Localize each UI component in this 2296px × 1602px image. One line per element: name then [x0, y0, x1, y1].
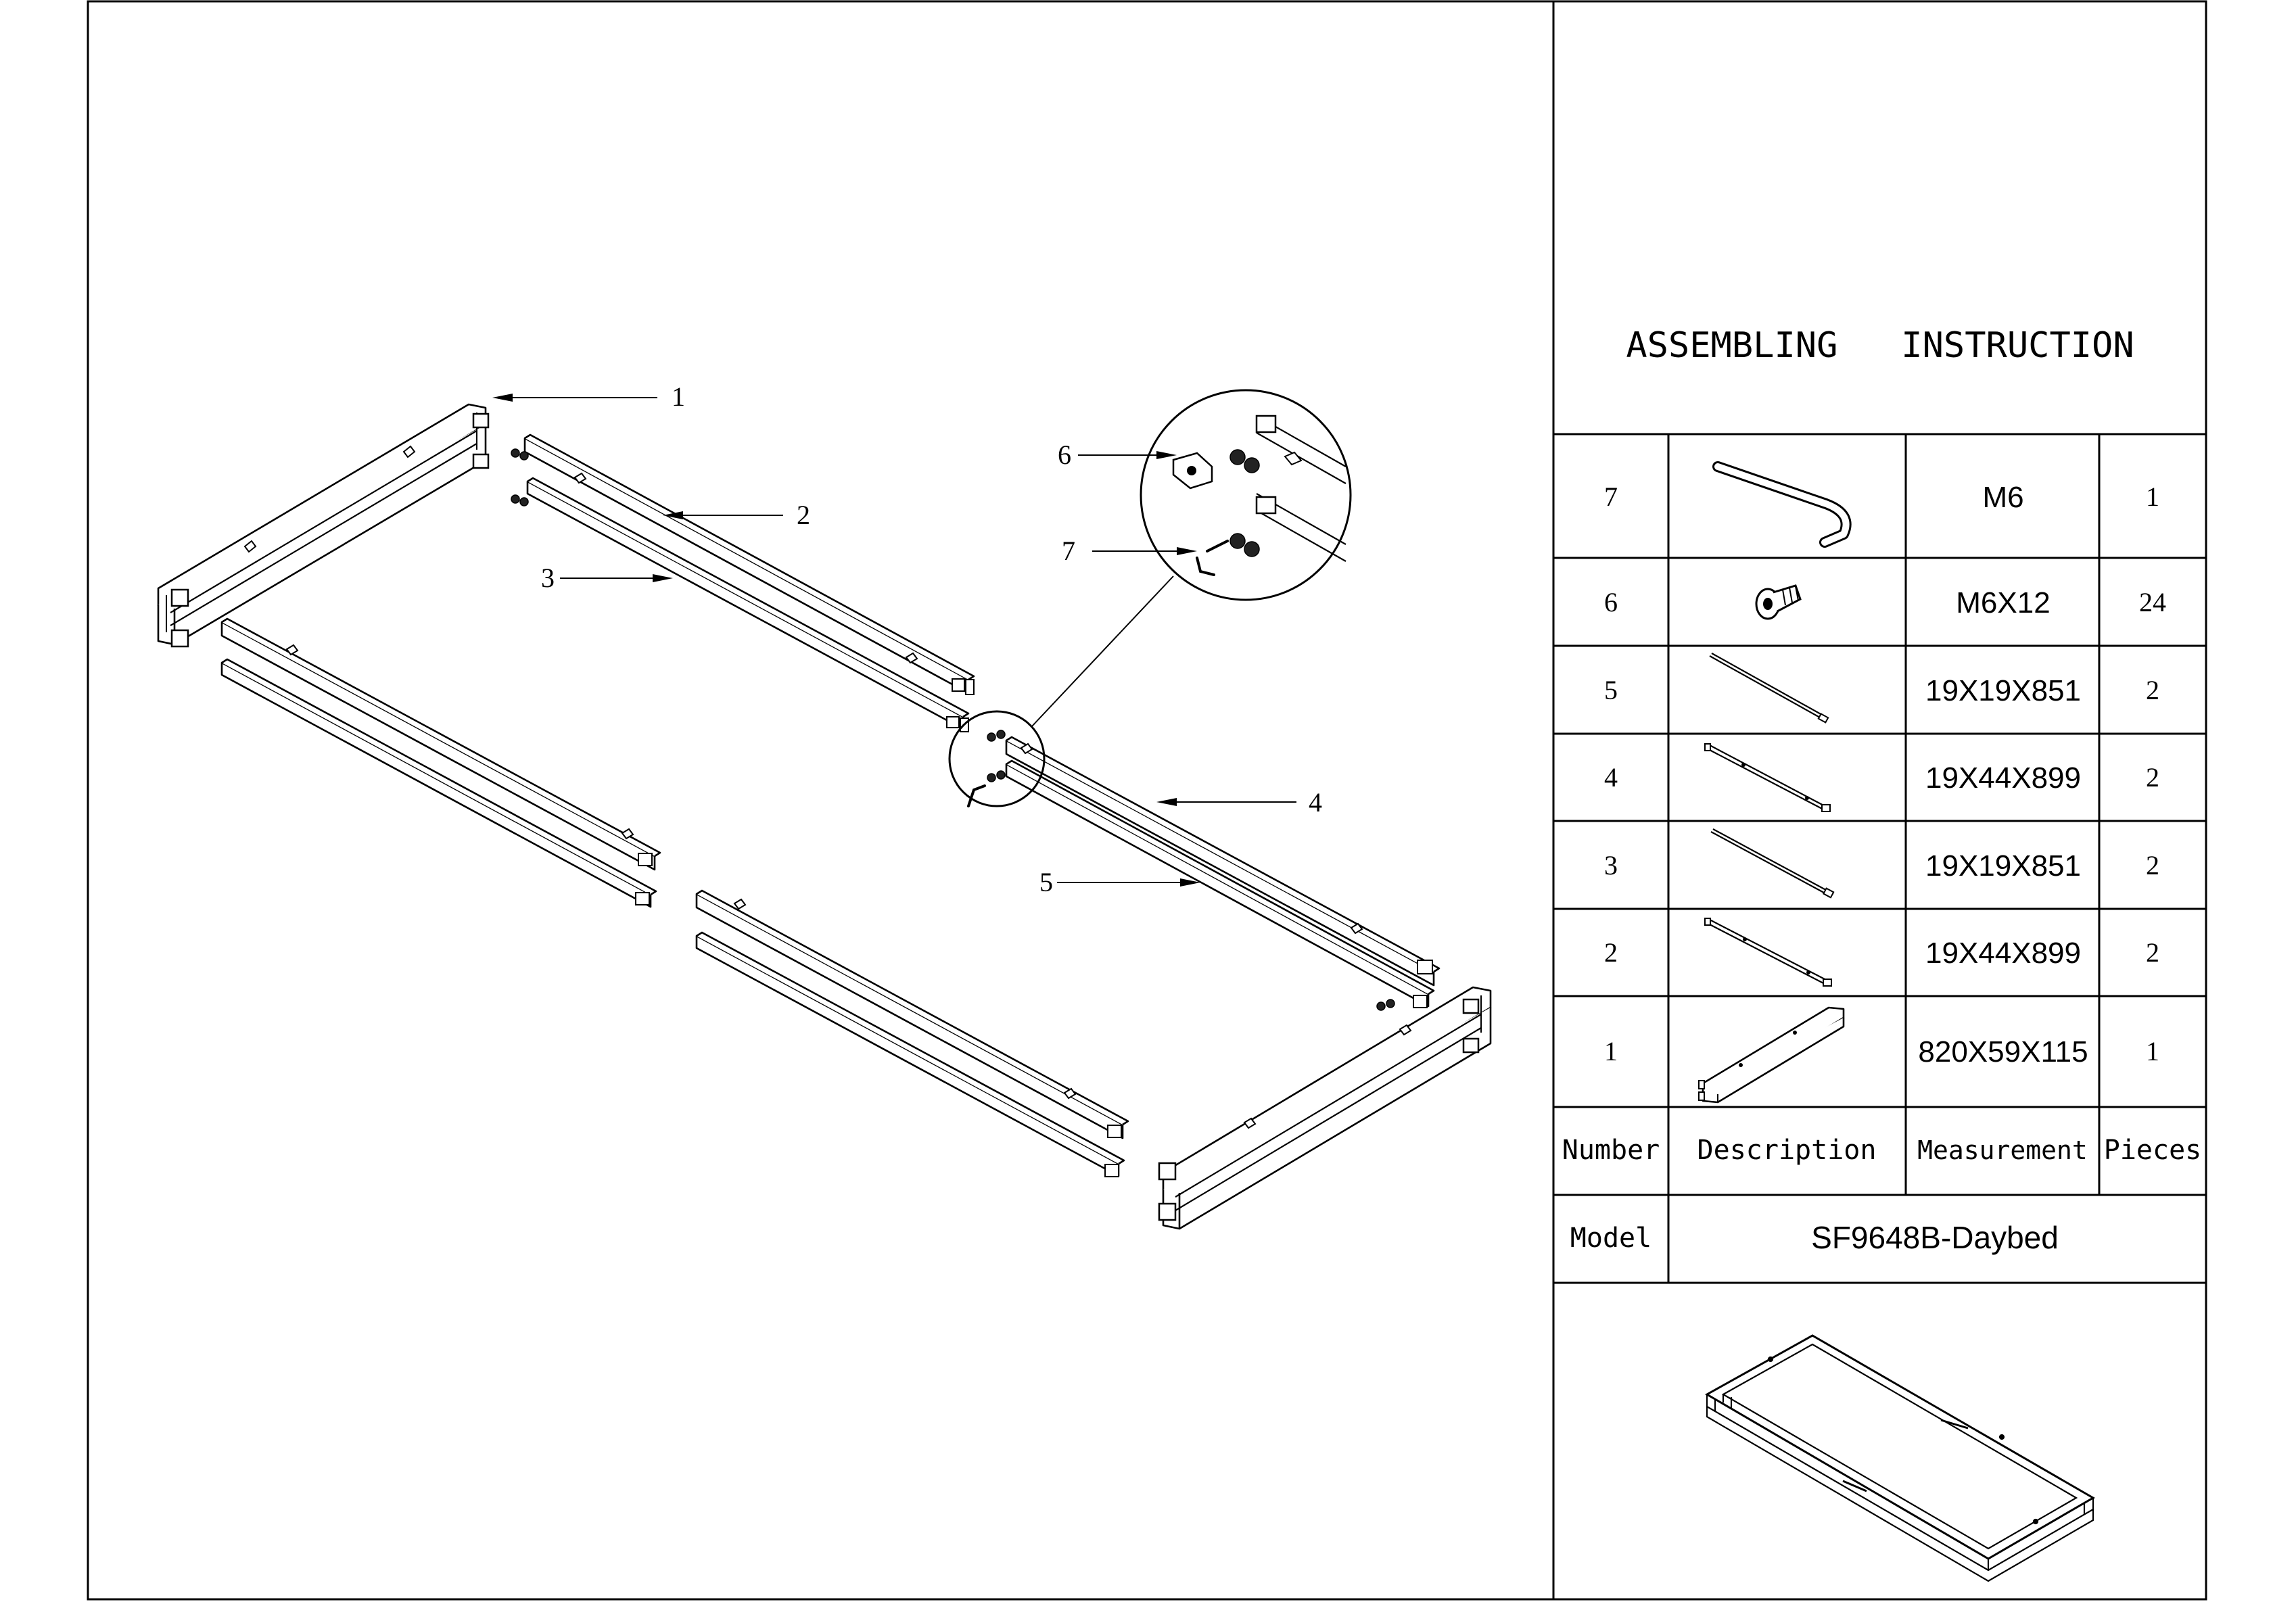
header-measurement: Measurement	[1917, 1135, 2088, 1165]
callout-5: 5	[1039, 867, 1200, 897]
table-row: 1 820X59X115 1	[1604, 1006, 2159, 1104]
row-number: 7	[1604, 481, 1618, 512]
callout-4: 4	[1156, 787, 1322, 818]
square-tube-icon	[1709, 653, 1829, 724]
detail-zoom-content	[1172, 415, 1346, 576]
row-number: 1	[1604, 1036, 1618, 1066]
tube-part-5-duplicate	[695, 931, 1125, 1177]
row-measurement: 19X44X899	[1925, 937, 2081, 970]
row-number: 4	[1604, 762, 1618, 793]
row-pieces: 2	[2146, 937, 2159, 968]
end-frame-part-1-duplicate	[1158, 986, 1492, 1230]
detail-zoom-circle	[1140, 389, 1352, 601]
rail-part-4	[1005, 736, 1440, 987]
header-number: Number	[1562, 1135, 1660, 1166]
header-description: Description	[1697, 1135, 1877, 1166]
tube-part-3-duplicate	[220, 658, 657, 908]
row-measurement: 19X44X899	[1925, 761, 2081, 795]
callout-label: 2	[797, 500, 810, 530]
callout-3: 3	[541, 563, 673, 593]
assembled-frame-thumbnail	[1704, 1334, 2095, 1582]
row-pieces: 2	[2146, 850, 2159, 880]
table-row: 7 M6 1	[1604, 461, 2159, 548]
callout-label: 6	[1058, 440, 1071, 470]
callout-6: 6	[1058, 440, 1177, 470]
square-tube-icon	[1710, 828, 1835, 899]
row-measurement: 19X19X851	[1925, 674, 2081, 707]
table-row: 6 M6X12 24	[1604, 584, 2166, 620]
bolts-cluster	[511, 448, 1395, 1011]
callout-label: 3	[541, 563, 555, 593]
callout-label: 1	[672, 381, 685, 412]
row-number: 6	[1604, 587, 1618, 617]
row-pieces: 24	[2139, 587, 2166, 617]
row-pieces: 1	[2146, 481, 2159, 512]
rail-icon	[1704, 743, 1831, 812]
row-pieces: 2	[2146, 675, 2159, 705]
row-pieces: 1	[2146, 1036, 2159, 1066]
table-row: 3 19X19X851 2	[1604, 828, 2159, 899]
callout-label: 7	[1062, 536, 1075, 566]
row-measurement: M6	[1982, 481, 2023, 514]
tube-part-5	[1005, 759, 1435, 1008]
allen-key-icon	[1712, 461, 1852, 548]
tube-part-3	[526, 477, 970, 732]
callout-label: 4	[1309, 787, 1322, 818]
callout-7: 7	[1062, 536, 1197, 566]
model-value: SF9648B-Daybed	[1811, 1220, 2059, 1255]
row-number: 2	[1604, 937, 1618, 968]
bolt-icon	[1755, 584, 1802, 620]
row-measurement: 820X59X115	[1918, 1035, 2088, 1068]
table-row: 2 19X44X899 2	[1604, 918, 2159, 987]
model-label: Model	[1570, 1223, 1651, 1254]
table-row: 5 19X19X851 2	[1604, 653, 2159, 724]
row-measurement: 19X19X851	[1925, 849, 2081, 882]
detail-leader	[1031, 575, 1174, 728]
row-number: 3	[1604, 850, 1618, 880]
end-frame-icon	[1698, 1006, 1845, 1104]
rail-part-4-duplicate	[695, 889, 1129, 1139]
page-border	[87, 0, 2207, 1601]
callout-2: 2	[663, 500, 810, 530]
rail-part-2-duplicate	[220, 617, 661, 871]
table-row: 4 19X44X899 2	[1604, 743, 2159, 812]
end-frame-part-1	[157, 403, 490, 648]
callout-label: 5	[1039, 867, 1053, 897]
parts-table	[1553, 433, 2206, 1284]
rail-part-2	[523, 433, 975, 695]
callout-1: 1	[492, 381, 685, 412]
row-number: 5	[1604, 675, 1618, 705]
rail-icon	[1704, 918, 1832, 987]
row-measurement: M6X12	[1956, 586, 2050, 619]
row-pieces: 2	[2146, 762, 2159, 793]
header-pieces: Pieces	[2104, 1135, 2202, 1166]
allen-key-small-icon	[967, 784, 986, 807]
instruction-title: ASSEMBLING INSTRUCTION	[1626, 325, 2134, 366]
detail-source-circle	[948, 710, 1046, 807]
